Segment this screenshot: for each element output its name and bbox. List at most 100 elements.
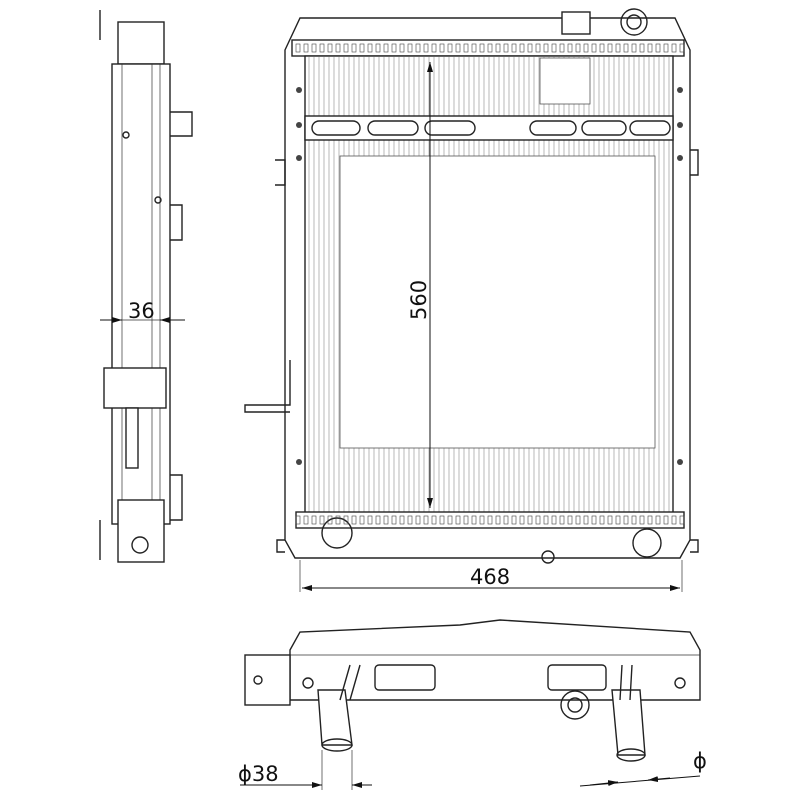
tank-crimp-tab (335, 515, 341, 525)
tank-crimp-tab (663, 515, 669, 525)
tank-crimp-tab (639, 43, 645, 53)
tank-crimp-tab (591, 515, 597, 525)
tank-crimp-tab (583, 43, 589, 53)
tank-crimp-tab (511, 43, 517, 53)
tank-crimp-tab (439, 43, 445, 53)
tank-crimp-tab (431, 43, 437, 53)
core-height-dimension: 560 (407, 280, 431, 320)
tank-crimp-tab (463, 515, 469, 525)
tank-crimp-tab (295, 43, 301, 53)
tank-crimp-tab (511, 515, 517, 525)
tank-crimp-tab (431, 515, 437, 525)
tank-crimp-tab (519, 43, 525, 53)
tank-crimp-tab (455, 515, 461, 525)
tank-crimp-tab (375, 515, 381, 525)
tank-crimp-tab (423, 515, 429, 525)
tank-crimp-tab (679, 515, 685, 525)
tank-crimp-tab (407, 515, 413, 525)
tank-crimp-tab (559, 43, 565, 53)
side-view: 36 (99, 10, 193, 563)
tank-crimp-tab (487, 43, 493, 53)
tank-crimp-tab (551, 515, 557, 525)
bottom-view: ϕ38 ϕ (238, 619, 707, 790)
tank-crimp-tab (567, 515, 573, 525)
outlet-diameter-dimension: ϕ (693, 749, 707, 773)
tank-crimp-tab (599, 43, 605, 53)
inlet-diameter-dimension: ϕ38 (238, 762, 279, 786)
tank-crimp-tab (583, 515, 589, 525)
tank-crimp-tab (575, 515, 581, 525)
tank-crimp-tab (599, 515, 605, 525)
tank-crimp-tab (527, 515, 533, 525)
tank-crimp-tab (343, 43, 349, 53)
tank-crimp-tab (487, 515, 493, 525)
tank-crimp-tab (399, 515, 405, 525)
tank-crimp-tab (591, 43, 597, 53)
tank-crimp-tab (551, 43, 557, 53)
tank-crimp-tab (375, 43, 381, 53)
tank-crimp-tab (479, 515, 485, 525)
tank-crimp-tab (495, 515, 501, 525)
tank-crimp-tab (647, 515, 653, 525)
tank-crimp-tab (311, 43, 317, 53)
tank-crimp-tab (447, 43, 453, 53)
tank-crimp-tab (319, 515, 325, 525)
tank-crimp-tab (303, 515, 309, 525)
tank-crimp-tab (527, 43, 533, 53)
tank-crimp-tab (311, 515, 317, 525)
tank-crimp-tab (447, 515, 453, 525)
tank-crimp-tab (663, 43, 669, 53)
tank-crimp-tab (671, 515, 677, 525)
tank-crimp-tab (295, 515, 301, 525)
tank-crimp-tab (367, 515, 373, 525)
tank-crimp-tab (623, 515, 629, 525)
tank-crimp-tab (407, 43, 413, 53)
tank-crimp-tab (535, 43, 541, 53)
tank-crimp-tab (343, 515, 349, 525)
tank-crimp-tab (335, 43, 341, 53)
tank-crimp-tab (463, 43, 469, 53)
front-view: 560 468 (244, 8, 699, 592)
tank-crimp-tab (319, 43, 325, 53)
tank-crimp-tab (671, 43, 677, 53)
tank-crimp-tab (479, 43, 485, 53)
tank-crimp-tab (647, 43, 653, 53)
tank-crimp-tab (383, 515, 389, 525)
tank-crimp-tab (359, 515, 365, 525)
tank-crimp-tab (351, 515, 357, 525)
tank-crimp-tab (303, 43, 309, 53)
tank-crimp-tab (655, 43, 661, 53)
tank-crimp-tab (415, 43, 421, 53)
tank-crimp-tab (495, 43, 501, 53)
tank-crimp-tab (567, 43, 573, 53)
tank-crimp-tab (535, 515, 541, 525)
overall-width-dimension: 468 (470, 565, 510, 589)
tank-crimp-tab (615, 515, 621, 525)
tank-crimp-tab (615, 43, 621, 53)
tank-crimp-tab (559, 515, 565, 525)
tank-crimp-tab (327, 43, 333, 53)
tank-crimp-tab (519, 515, 525, 525)
tank-crimp-tab (607, 515, 613, 525)
tank-crimp-tab (679, 43, 685, 53)
tank-crimp-tab (471, 43, 477, 53)
tank-crimp-tab (623, 43, 629, 53)
tank-crimp-tab (543, 43, 549, 53)
tank-crimp-tab (575, 43, 581, 53)
tank-crimp-tab (367, 43, 373, 53)
tank-crimp-tab (543, 515, 549, 525)
tank-crimp-tab (503, 515, 509, 525)
tank-crimp-tab (631, 515, 637, 525)
tank-crimp-tab (455, 43, 461, 53)
tank-crimp-tab (327, 515, 333, 525)
tank-crimp-tab (631, 43, 637, 53)
tank-crimp-tab (383, 43, 389, 53)
tank-crimp-tab (439, 515, 445, 525)
side-depth-dimension: 36 (128, 299, 155, 323)
tank-crimp-tab (639, 515, 645, 525)
tank-crimp-tab (391, 515, 397, 525)
tank-crimp-tab (399, 43, 405, 53)
tank-crimp-tab (655, 515, 661, 525)
